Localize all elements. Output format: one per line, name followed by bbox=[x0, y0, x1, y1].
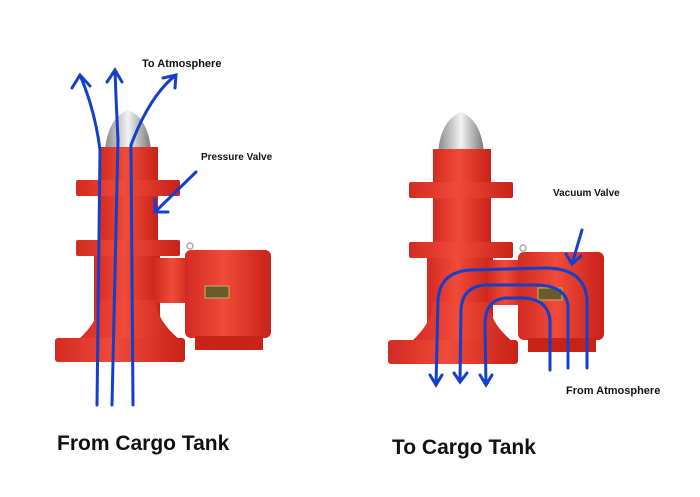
flow-arrow-icon bbox=[105, 67, 124, 407]
flow-arrow-icon bbox=[70, 72, 102, 407]
vacuum-valve-image bbox=[387, 111, 605, 365]
flow-arrow-icon bbox=[428, 266, 589, 388]
flow-arrows-right bbox=[428, 228, 589, 388]
to-cargo-tank-caption: To Cargo Tank bbox=[392, 436, 536, 459]
flow-arrow-icon bbox=[129, 73, 178, 407]
from-cargo-tank-caption: From Cargo Tank bbox=[57, 432, 230, 455]
flow-arrow-icon bbox=[478, 296, 552, 388]
pointer-arrow-icon bbox=[564, 228, 584, 267]
from-atmosphere-label: From Atmosphere bbox=[566, 385, 661, 397]
pointer-arrow-icon bbox=[153, 170, 198, 214]
flow-arrows-left bbox=[70, 67, 198, 407]
flow-arrow-icon bbox=[452, 283, 570, 385]
pressure-valve-label: Pressure Valve bbox=[201, 152, 273, 163]
to-atmosphere-label: To Atmosphere bbox=[142, 58, 222, 70]
vacuum-valve-label: Vacuum Valve bbox=[553, 188, 620, 199]
pressure-valve-image bbox=[54, 109, 272, 363]
